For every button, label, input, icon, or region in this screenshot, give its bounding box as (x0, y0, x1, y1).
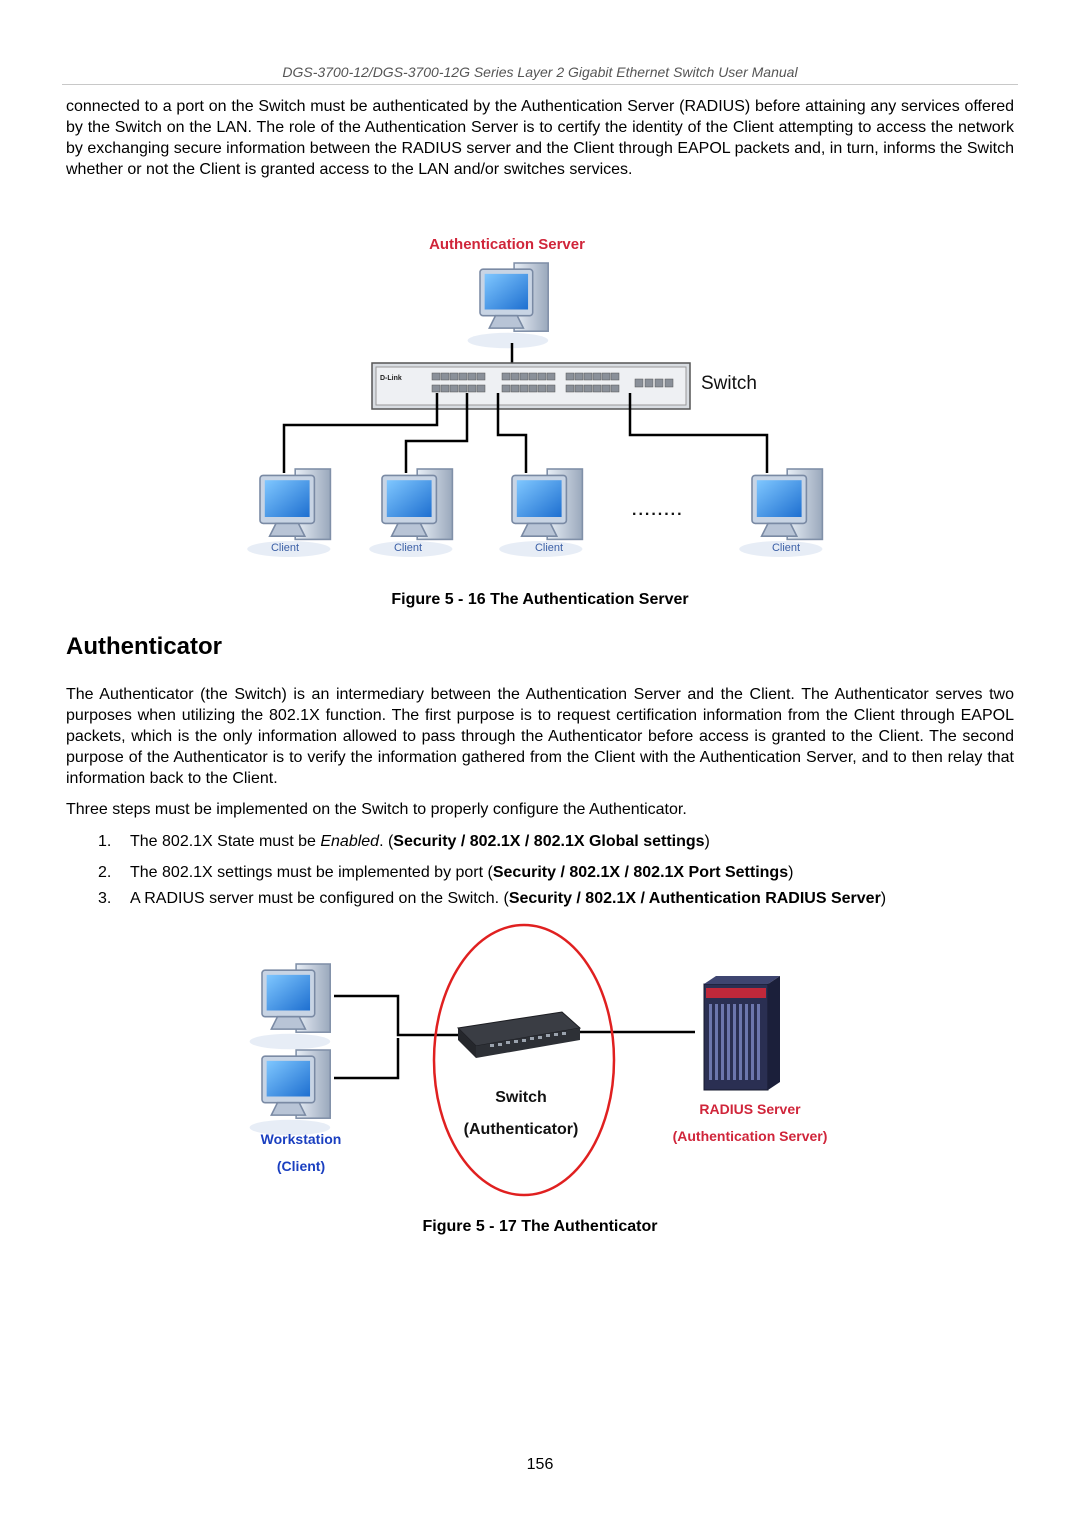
step-item: 3.A RADIUS server must be configured on … (98, 890, 887, 907)
clients-ellipsis: ........ (632, 502, 684, 519)
figure-17-caption: Figure 5 - 17 The Authenticator (422, 1218, 658, 1235)
workstation-client-label: (Client) (277, 1158, 325, 1174)
steps-intro: Three steps must be implemented on the S… (66, 801, 687, 818)
client-label: Client (271, 542, 299, 554)
header-divider (62, 84, 1018, 85)
client-label: Client (394, 542, 422, 554)
authenticator-paragraph: The Authenticator (the Switch) is an int… (66, 686, 1014, 787)
radius-server-label: RADIUS Server (699, 1101, 801, 1117)
workstation-computer-icon (248, 963, 331, 1051)
authenticator-label: (Authenticator) (464, 1121, 579, 1138)
menu-path: Security / 802.1X / Authentication RADIU… (508, 890, 881, 907)
workstation-label: Workstation (261, 1131, 342, 1147)
radius-server-icon (703, 976, 780, 1091)
authentication-server-label: (Authentication Server) (673, 1128, 828, 1144)
menu-path: Security / 802.1X / 802.1X Global settin… (393, 833, 705, 850)
figure-16-caption: Figure 5 - 16 The Authentication Server (391, 591, 689, 608)
authenticator-diagram: Workstation (Client) Switch (Authenticat… (248, 923, 828, 1197)
step-item: 1.The 802.1X State must be Enabled. (Sec… (98, 833, 710, 850)
authentication-server-diagram: Authentication Server D-Link (246, 236, 824, 558)
server-label: Authentication Server (429, 236, 585, 253)
switch-device (456, 1011, 582, 1058)
step-item: 2.The 802.1X settings must be implemente… (98, 864, 794, 881)
authenticator-highlight-ellipse (432, 923, 616, 1197)
section-heading: Authenticator (66, 633, 222, 660)
menu-path: Security / 802.1X / 802.1X Port Settings (492, 864, 789, 881)
server-computer-icon (466, 262, 549, 350)
running-header: DGS-3700-12/DGS-3700-12G Series Layer 2 … (282, 64, 798, 80)
intro-paragraph: connected to a port on the Switch must b… (66, 98, 1014, 178)
switch-brand-label: D-Link (380, 375, 402, 382)
switch-device: D-Link (371, 362, 691, 410)
switch-label: Switch (701, 373, 757, 394)
client-label: Client (772, 542, 800, 554)
page-number: 156 (526, 1456, 554, 1473)
switch-label: Switch (495, 1089, 547, 1106)
client-label: Client (535, 542, 563, 554)
workstation-computer-icon (248, 1049, 331, 1137)
